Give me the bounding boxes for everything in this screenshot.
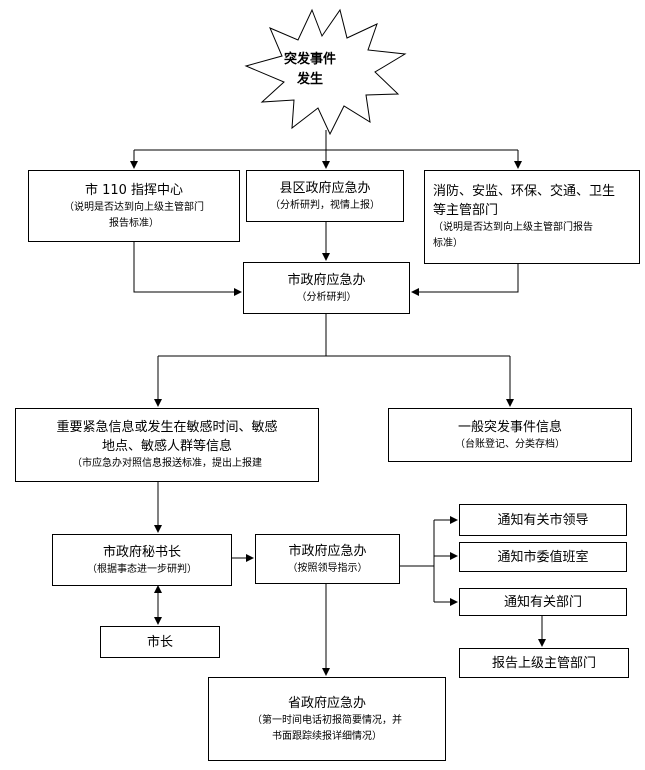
box-general-title: 一般突发事件信息	[457, 419, 562, 435]
box-city-office2-title: 市政府应急办	[288, 543, 367, 559]
box-mayor-text: 市长	[146, 634, 173, 650]
event-burst-shape	[244, 8, 407, 136]
box-notify-departments: 通知有关部门	[459, 588, 627, 616]
box-general-info: 一般突发事件信息 （台账登记、分类存档）	[388, 408, 632, 462]
event-label: 突发事件 发生	[262, 50, 358, 90]
box-provincial-emergency-office: 省政府应急办 （第一时间电话初报简要情况，并 书面跟踪续报详细情况）	[208, 677, 446, 761]
box-secretary-general: 市政府秘书长 （根据事态进一步研判）	[52, 534, 232, 586]
box-notify-committee-text: 通知市委值班室	[497, 549, 589, 565]
box-110-note-line2: 报告标准）	[109, 217, 159, 229]
box-province-title: 省政府应急办	[287, 695, 366, 711]
box-110-note-line1: （说明是否达到向上级主管部门	[64, 201, 204, 213]
event-label-line2: 发生	[296, 72, 323, 87]
box-competent-departments: 消防、安监、环保、交通、卫生 等主管部门 （说明是否达到向上级主管部门报告 标准…	[424, 170, 640, 264]
box-city-office-note: （分析研判）	[296, 291, 357, 303]
box-secretary-title: 市政府秘书长	[102, 544, 181, 560]
box-secretary-note: （根据事态进一步研判）	[87, 563, 197, 575]
box-notify-depts-text: 通知有关部门	[503, 594, 582, 610]
box-report-upper-text: 报告上级主管部门	[491, 655, 596, 671]
box-city-office2-note: （按照领导指示）	[287, 562, 368, 574]
box-city-emergency-office: 市政府应急办 （分析研判）	[243, 262, 410, 314]
box-province-note-line2: 书面跟踪续报详细情况）	[272, 730, 382, 742]
box-depts-note-line1: （说明是否达到向上级主管部门报告	[433, 222, 593, 233]
box-110-command-center: 市 110 指挥中心 （说明是否达到向上级主管部门 报告标准）	[28, 170, 240, 242]
box-notify-duty-room: 通知市委值班室	[459, 542, 627, 572]
box-general-note: （台账登记、分类存档）	[455, 438, 565, 450]
box-depts-note-line2: 标准）	[433, 238, 463, 249]
box-110-title: 市 110 指挥中心	[84, 182, 184, 198]
box-important-line1: 重要紧急信息或发生在敏感时间、敏感	[56, 420, 278, 435]
box-depts-title-line1: 消防、安监、环保、交通、卫生	[433, 184, 616, 199]
box-notify-leaders-text: 通知有关市领导	[497, 512, 589, 528]
box-important-note: （市应急办对照信息报送标准，提出上报建	[72, 458, 262, 469]
box-county-note: （分析研判，视情上报）	[270, 199, 380, 211]
box-city-office-title: 市政府应急办	[287, 272, 366, 288]
box-report-upper-department: 报告上级主管部门	[459, 648, 629, 678]
box-important-info: 重要紧急信息或发生在敏感时间、敏感 地点、敏感人群等信息 （市应急办对照信息报送…	[15, 408, 319, 482]
box-province-note-line1: （第一时间电话初报简要情况，并	[252, 714, 402, 726]
box-city-emergency-office-2: 市政府应急办 （按照领导指示）	[255, 534, 400, 584]
box-county-title: 县区政府应急办	[279, 180, 371, 196]
box-county-emergency-office: 县区政府应急办 （分析研判，视情上报）	[246, 170, 404, 222]
box-notify-city-leaders: 通知有关市领导	[459, 504, 627, 536]
event-label-line1: 突发事件	[283, 52, 336, 67]
box-mayor: 市长	[100, 626, 220, 658]
box-important-line2: 地点、敏感人群等信息	[101, 439, 232, 454]
box-depts-title-line2: 等主管部门	[433, 203, 499, 218]
